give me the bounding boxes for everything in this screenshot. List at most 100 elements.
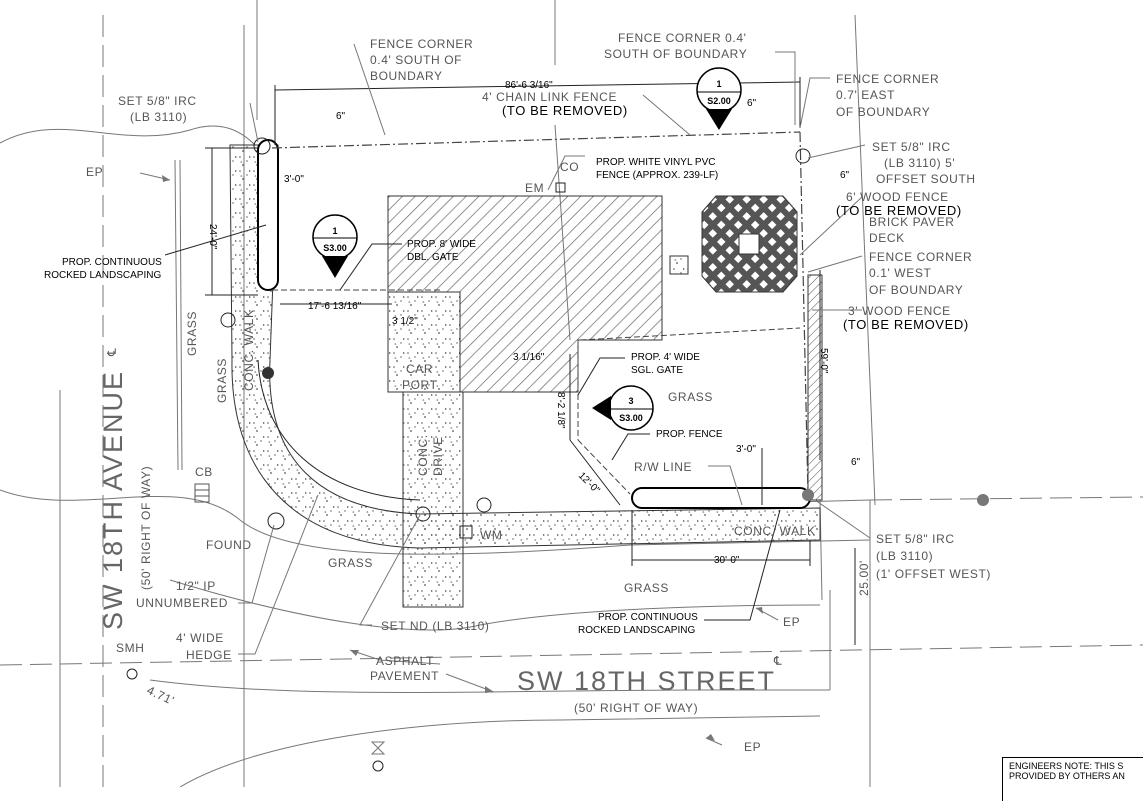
wood-fence-label: 3' WOOD FENCE <box>848 304 951 318</box>
asphalt-label: PAVEMENT <box>370 669 439 683</box>
set-irc-label: (LB 3110) 5' <box>884 156 955 170</box>
set-irc-label: SET 5/8" IRC <box>118 94 197 108</box>
dimension-label: 3'-0" <box>736 444 756 455</box>
sgl-gate-label: SGL. GATE <box>631 365 683 376</box>
chain-link-fence <box>271 131 809 496</box>
dimension-label: 25.00' <box>857 560 871 596</box>
sheet-tag-sheet: S3.00 <box>619 413 643 423</box>
set-irc-label: (1' OFFSET WEST) <box>876 567 991 581</box>
set-irc-label: SET 5/8" IRC <box>872 140 951 154</box>
dimension-label: 3 1/16" <box>513 352 545 363</box>
sheet-tag-number: 1 <box>716 79 721 89</box>
utility-symbols <box>126 137 989 772</box>
set-irc-label: (LB 3110) <box>876 549 933 563</box>
wm-label: WM <box>480 528 503 542</box>
fence-corner-label: OF BOUNDARY <box>869 283 963 297</box>
rocked-landscaping-label: PROP. CONTINUOUS <box>62 257 162 268</box>
brick-paver-label: DECK <box>869 231 905 245</box>
centerline-symbol: ℄ <box>773 654 782 668</box>
dimension-label: 17'-6 13/16" <box>308 301 362 312</box>
sheet-tag-sheet: S2.00 <box>707 96 731 106</box>
avenue-name: SW 18TH AVENUE <box>98 370 128 630</box>
dimension-label: 12'-0" <box>576 470 602 496</box>
to-be-removed-label: (TO BE REMOVED) <box>502 103 628 118</box>
conc-drive-label: CONC. <box>416 434 430 476</box>
found-ip-label: 1/2" IP <box>176 579 216 593</box>
ep-label: EP <box>744 740 761 754</box>
drawing-labels: FENCE CORNER 0.4' SOUTH OF BOUNDARY FENC… <box>44 31 991 754</box>
grass-label: GRASS <box>185 311 199 356</box>
car-port-label: PORT <box>402 378 438 392</box>
smh-label: SMH <box>116 641 144 655</box>
wood-fence-label: 6' WOOD FENCE <box>846 190 949 204</box>
dimension-label: 30'-0" <box>714 555 740 566</box>
fence-corner-label: FENCE CORNER <box>869 250 972 264</box>
car-port-label: CAR <box>406 362 433 376</box>
hedge-label: HEDGE <box>186 648 232 662</box>
dimension-label: 6" <box>336 111 346 122</box>
sheet-tag-1-s300[interactable]: 1 S3.00 <box>312 214 358 278</box>
asphalt-label: ASPHALT <box>376 654 434 668</box>
sgl-gate-label: PROP. 4' WIDE <box>631 352 700 363</box>
conc-walk-label: CONC. WALK <box>734 524 816 538</box>
dimension-label: 6" <box>851 457 861 468</box>
dimension-label: 4.71' <box>145 683 177 708</box>
engineers-note-line: PROVIDED BY OTHERS AN <box>1009 771 1125 781</box>
dimension-label: 3'-0" <box>284 174 304 185</box>
centerline-symbol: ℄ <box>105 348 119 357</box>
dimension-label: 6" <box>747 98 757 109</box>
to-be-removed-label: (TO BE REMOVED) <box>836 203 962 218</box>
concrete-walk <box>229 144 821 549</box>
sheet-tag-number: 3 <box>628 396 633 406</box>
fence-corner-label: 0.4' SOUTH OF <box>370 53 462 67</box>
rocked-landscaping <box>257 139 811 509</box>
hedge-label: 4' WIDE <box>176 631 224 645</box>
vinyl-fence-label: PROP. WHITE VINYL PVC <box>596 157 715 168</box>
sheet-tag-sheet: S3.00 <box>323 243 347 253</box>
em-label: EM <box>525 181 544 195</box>
fence-corner-label: FENCE CORNER <box>836 72 939 86</box>
sheet-tag-3-s300[interactable]: 3 S3.00 <box>592 385 654 431</box>
dimension-label: 6" <box>840 170 850 181</box>
found-ip-label: FOUND <box>206 538 252 552</box>
street-row: (50' RIGHT OF WAY) <box>574 701 698 715</box>
prop-fence-label: PROP. FENCE <box>656 429 723 440</box>
fence-corner-label: 0.7' EAST <box>836 88 895 102</box>
fence-corner-label: OF BOUNDARY <box>836 105 930 119</box>
grass-label: GRASS <box>328 556 373 570</box>
dimension-label: 8'-2 1/8" <box>555 392 566 429</box>
rocked-landscaping-label: PROP. CONTINUOUS <box>598 612 698 623</box>
ep-label: EP <box>783 615 800 629</box>
avenue-row: (50' RIGHT OF WAY) <box>139 466 153 590</box>
car-port <box>387 291 461 393</box>
rocked-landscaping-label: ROCKED LANDSCAPING <box>44 270 161 281</box>
street-name: SW 18TH STREET <box>517 666 776 696</box>
fence-corner-label: SOUTH OF BOUNDARY <box>604 47 747 61</box>
engineers-note: ENGINEERS NOTE: THIS S PROVIDED BY OTHER… <box>1002 757 1143 801</box>
grass-label: GRASS <box>624 581 669 595</box>
conc-walk-label: CONC. WALK <box>242 309 256 391</box>
set-irc-label: SET 5/8" IRC <box>876 532 955 546</box>
dimension-label: 86'-6 3/16" <box>505 80 553 91</box>
leader-lines <box>139 43 871 746</box>
dbl-gate-label: DBL. GATE <box>407 252 459 263</box>
ep-label: EP <box>86 165 103 179</box>
concrete-drive <box>402 391 464 608</box>
set-nd-label: SET ND (LB 3110) <box>381 619 490 633</box>
dimension-label: 59'-0" <box>818 348 829 374</box>
vinyl-fence-label: FENCE (APPROX. 239-LF) <box>596 170 718 181</box>
brick-paver-label: BRICK PAVER <box>869 215 955 229</box>
fence-corner-label: 0.1' WEST <box>869 266 931 280</box>
set-irc-label: (LB 3110) <box>130 110 187 124</box>
fence-corner-label: FENCE CORNER <box>370 37 473 51</box>
found-ip-label: UNNUMBERED <box>136 596 228 610</box>
sheet-tag-1-s200[interactable]: 1 S2.00 <box>696 67 742 130</box>
house-footprint <box>387 195 663 393</box>
chain-link-fence-label: 4' CHAIN LINK FENCE <box>482 90 617 104</box>
sheet-tag-number: 1 <box>332 226 337 236</box>
fence-corner-label: BOUNDARY <box>370 69 443 83</box>
dimension-label: 3 1/2" <box>392 316 418 327</box>
conc-drive-label: DRIVE <box>431 436 445 476</box>
